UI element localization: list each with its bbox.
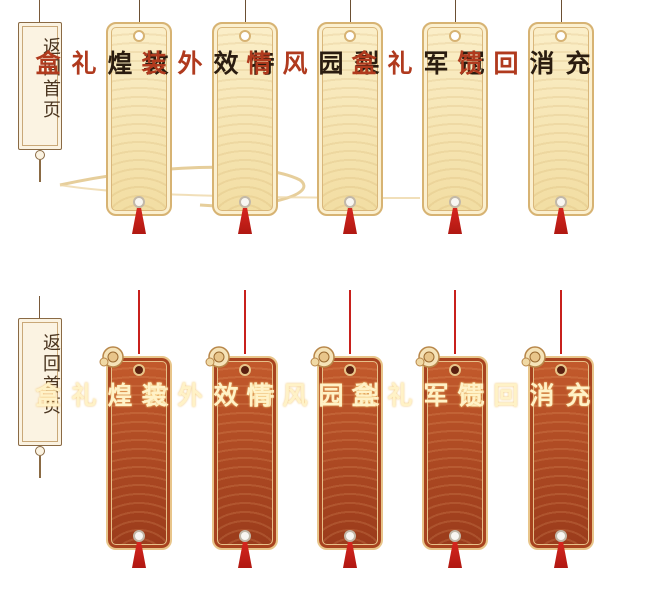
tag-board (528, 356, 594, 550)
tag-string (561, 0, 562, 26)
tag-string (245, 0, 246, 26)
tag-row-selected: 返回首页 敦煌礼盒 特效外装 梨园风情 冠军礼盒 (0, 290, 648, 592)
tag-label: 充消回馈 (454, 382, 591, 416)
tag-hole (133, 30, 145, 42)
home-tag-tail (39, 160, 41, 182)
tag-label: 冠军礼盒 (348, 382, 485, 416)
tag-hole (555, 30, 567, 42)
flower-icon (99, 346, 124, 368)
flower-icon (310, 346, 335, 368)
tag-bead (344, 196, 356, 208)
flower-icon (521, 346, 546, 368)
tag-bead (449, 530, 461, 542)
tag-board (422, 356, 488, 550)
tag-hole (344, 364, 356, 376)
tag-bead (239, 530, 251, 542)
tag-label: 敦煌礼盒 (32, 382, 169, 416)
tag-board (212, 22, 278, 216)
tag-row-default: 返回首页 敦煌礼盒 特效外装 梨园风情 冠军礼盒 (18, 0, 594, 234)
tag-hole (239, 364, 251, 376)
tag-label: 特效外装 (138, 50, 275, 84)
tag-bead (239, 196, 251, 208)
tag-board (317, 22, 383, 216)
tag-board (528, 22, 594, 216)
tag-hole (449, 30, 461, 42)
tag-label: 梨园风情 (243, 382, 380, 416)
home-tag-knot (35, 446, 45, 456)
home-tag-board: 返回首页 (18, 318, 62, 446)
tag-bead (449, 196, 461, 208)
tag-hole (239, 30, 251, 42)
tag-bead (555, 530, 567, 542)
home-tag-string (39, 296, 40, 320)
tag-label: 特效外装 (138, 382, 275, 416)
tag-hole (133, 364, 145, 376)
tag-bead (133, 530, 145, 542)
red-cord (244, 290, 246, 354)
home-label: 返回首页 (40, 333, 61, 417)
tag-label: 冠军礼盒 (348, 50, 485, 84)
tag-board (106, 22, 172, 216)
tag-hole (449, 364, 461, 376)
tag-string (139, 0, 140, 26)
home-tag-knot (35, 150, 45, 160)
home-tag-string (39, 0, 40, 24)
flower-icon (205, 346, 230, 368)
tag-bead (344, 530, 356, 542)
red-cord (349, 290, 351, 354)
home-tag-tail (39, 456, 41, 478)
red-cord (454, 290, 456, 354)
tag-label: 敦煌礼盒 (32, 50, 169, 84)
flower-icon (415, 346, 440, 368)
red-cord (138, 290, 140, 354)
tag-label: 梨园风情 (243, 50, 380, 84)
home-label: 返回首页 (40, 37, 61, 121)
red-cord (560, 290, 562, 354)
tag-bead (555, 196, 567, 208)
tag-label: 充消回馈 (454, 50, 591, 84)
tag-string (455, 0, 456, 26)
tag-board (317, 356, 383, 550)
tag-hole (344, 30, 356, 42)
tag-hole (555, 364, 567, 376)
tag-board (212, 356, 278, 550)
home-tag-board: 返回首页 (18, 22, 62, 150)
tag-bead (133, 196, 145, 208)
tag-string (350, 0, 351, 26)
